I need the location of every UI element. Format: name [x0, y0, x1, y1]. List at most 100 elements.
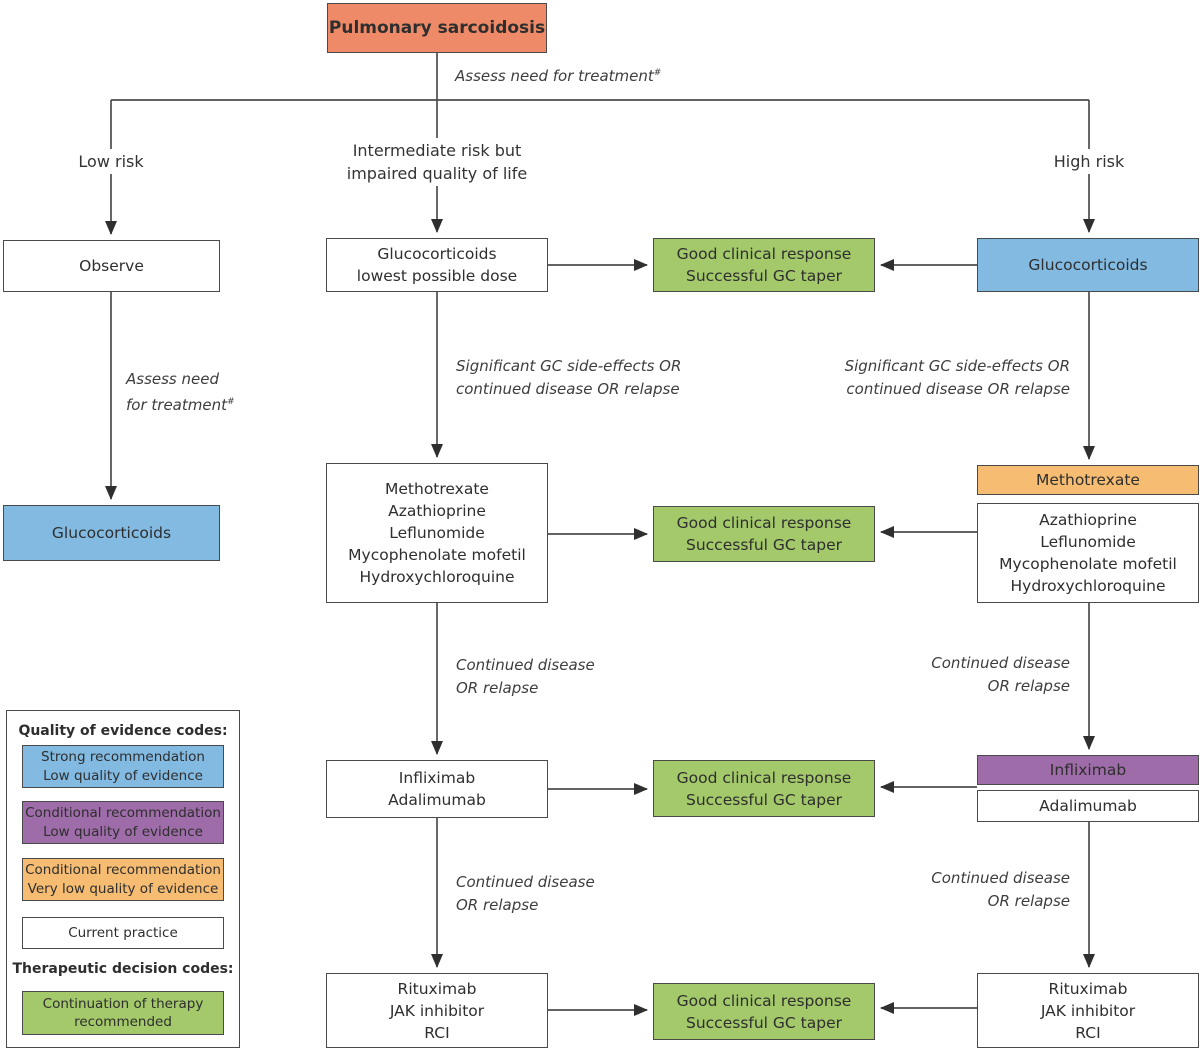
node-pulmonary-sarcoidosis: Pulmonary sarcoidosis — [327, 3, 547, 53]
branch-label-intermediate-line1: Intermediate risk but — [352, 141, 522, 160]
node-observe: Observe — [3, 240, 220, 292]
legend-item-strong-recommendation: Strong recommendation Low quality of evi… — [22, 745, 224, 788]
branch-label-low-risk: Low risk — [71, 149, 151, 174]
node-glucocorticoids-high-risk: Glucocorticoids — [977, 238, 1199, 292]
footnote-marker: # — [226, 397, 235, 407]
node-immunosuppressants-high-line2: Leflunomide — [1040, 533, 1136, 551]
node-good-response-1: Good clinical response Successful GC tap… — [653, 238, 875, 292]
node-immunosuppressants-high-line4: Hydroxychloroquine — [1010, 577, 1166, 595]
node-rescue-high-line2: JAK inhibitor — [1040, 1001, 1136, 1020]
node-good-response-2-line1: Good clinical response — [676, 514, 852, 532]
node-glucocorticoids-low-risk-label: Glucocorticoids — [51, 524, 172, 542]
edge-label-assess-left-line2: for treatment — [126, 396, 227, 414]
node-good-response-4-line1: Good clinical response — [676, 991, 852, 1010]
node-infliximab-high-label: Infliximab — [1049, 761, 1127, 779]
node-biologics-mid-line1: Infliximab — [398, 769, 476, 787]
node-biologics-mid: Infliximab Adalimumab — [326, 760, 548, 818]
node-good-response-1-line2: Successful GC taper — [686, 267, 842, 285]
legend-item-conditional-verylow-line1: Conditional recommendation — [25, 862, 221, 879]
legend-decision-title: Therapeutic decision codes: — [7, 961, 239, 977]
edge-label-gc-side-effects-mid-line1: Significant GC side-effects OR — [456, 357, 682, 375]
node-immunosuppressants-mid-line1: Methotrexate — [385, 480, 489, 498]
edge-label-gc-side-effects-mid-line2: continued disease OR relapse — [456, 380, 680, 398]
node-immunosuppressants-high-line1: Azathioprine — [1039, 511, 1137, 529]
node-rescue-high: Rituximab JAK inhibitor RCI — [977, 973, 1199, 1048]
node-good-response-4-line2: Successful GC taper — [686, 1013, 842, 1032]
edge-label-assess-left: Assess need for treatment# — [126, 368, 235, 417]
branch-label-high-risk: High risk — [1046, 149, 1132, 174]
edge-label-assess-top: Assess need for treatment# — [455, 62, 661, 88]
node-glucocorticoids-lowest-dose-line1: Glucocorticoids — [377, 245, 497, 263]
node-good-response-2-line2: Successful GC taper — [686, 536, 842, 554]
legend-item-strong-line2: Low quality of evidence — [43, 767, 203, 784]
branch-label-intermediate-risk: Intermediate risk but impaired quality o… — [339, 138, 535, 186]
node-methotrexate-high: Methotrexate — [977, 465, 1199, 495]
edge-label-continued-mid-1-line2: OR relapse — [456, 679, 539, 697]
edge-label-gc-side-effects-high-line1: Significant GC side-effects OR — [844, 357, 1070, 375]
node-good-response-3: Good clinical response Successful GC tap… — [653, 760, 875, 817]
node-biologics-mid-line2: Adalimumab — [388, 791, 486, 809]
node-glucocorticoids-lowest-dose: Glucocorticoids lowest possible dose — [326, 238, 548, 292]
edge-label-continued-mid-1-line1: Continued disease — [456, 656, 595, 674]
legend-item-current-practice: Current practice — [22, 917, 224, 949]
node-infliximab-high: Infliximab — [977, 755, 1199, 785]
legend-evidence-title: Quality of evidence codes: — [7, 723, 239, 739]
edge-label-gc-side-effects-high-line2: continued disease OR relapse — [846, 380, 1070, 398]
node-rescue-high-line3: RCI — [1075, 1023, 1101, 1042]
node-immunosuppressants-mid: Methotrexate Azathioprine Leflunomide My… — [326, 463, 548, 603]
edge-label-assess-top-text: Assess need for treatment — [455, 67, 654, 85]
edge-label-continued-mid-2-line1: Continued disease — [456, 873, 595, 891]
legend-item-conditional-low-line2: Low quality of evidence — [43, 823, 203, 840]
edge-label-continued-mid-1: Continued disease OR relapse — [456, 654, 595, 700]
node-rescue-mid-line2: JAK inhibitor — [389, 1001, 485, 1020]
edge-label-continued-mid-2: Continued disease OR relapse — [456, 871, 595, 917]
edge-label-continued-high-1: Continued disease OR relapse — [931, 652, 1070, 698]
node-rescue-mid: Rituximab JAK inhibitor RCI — [326, 973, 548, 1048]
node-glucocorticoids-low-risk: Glucocorticoids — [3, 505, 220, 561]
edge-label-continued-high-2: Continued disease OR relapse — [931, 867, 1070, 913]
edge-label-continued-high-2-line1: Continued disease — [931, 869, 1070, 887]
edge-label-continued-high-1-line2: OR relapse — [987, 677, 1070, 695]
node-immunosuppressants-mid-line2: Azathioprine — [388, 502, 486, 520]
legend-evidence-title-text: Quality of evidence codes: — [18, 723, 228, 739]
node-observe-label: Observe — [79, 257, 144, 275]
edge-label-continued-high-2-line2: OR relapse — [987, 892, 1070, 910]
node-immunosuppressants-mid-line4: Mycophenolate mofetil — [348, 546, 526, 564]
legend-item-conditional-verylow: Conditional recommendation Very low qual… — [22, 858, 224, 901]
edge-label-continued-mid-2-line2: OR relapse — [456, 896, 539, 914]
node-good-response-1-line1: Good clinical response — [676, 245, 852, 263]
node-adalimumab-high: Adalimumab — [977, 790, 1199, 822]
footnote-marker: # — [653, 68, 662, 78]
edge-label-assess-left-line1: Assess need — [126, 370, 220, 388]
branch-label-intermediate-line2: impaired quality of life — [346, 164, 528, 183]
node-rescue-mid-line3: RCI — [424, 1023, 450, 1042]
branch-label-high-risk-text: High risk — [1053, 152, 1125, 171]
edge-label-gc-side-effects-mid: Significant GC side-effects OR continued… — [456, 355, 681, 401]
node-rescue-mid-line1: Rituximab — [397, 979, 477, 998]
legend: Quality of evidence codes: Strong recomm… — [6, 710, 240, 1048]
legend-item-continuation-line1: Continuation of therapy — [42, 995, 204, 1012]
node-good-response-4: Good clinical response Successful GC tap… — [653, 983, 875, 1040]
legend-decision-title-text: Therapeutic decision codes: — [12, 961, 234, 977]
node-glucocorticoids-high-risk-label: Glucocorticoids — [1028, 256, 1148, 274]
edge-label-gc-side-effects-high: Significant GC side-effects OR continued… — [845, 355, 1070, 401]
node-immunosuppressants-mid-line5: Hydroxychloroquine — [359, 568, 515, 586]
legend-item-continuation-line2: recommended — [74, 1014, 172, 1030]
node-pulmonary-sarcoidosis-label: Pulmonary sarcoidosis — [328, 17, 546, 38]
node-rescue-high-line1: Rituximab — [1048, 979, 1128, 998]
edge-label-continued-high-1-line1: Continued disease — [931, 654, 1070, 672]
node-immunosuppressants-high-line3: Mycophenolate mofetil — [999, 555, 1177, 573]
legend-item-conditional-verylow-line2: Very low quality of evidence — [27, 880, 219, 897]
node-immunosuppressants-high: Azathioprine Leflunomide Mycophenolate m… — [977, 503, 1199, 603]
node-methotrexate-high-label: Methotrexate — [1036, 471, 1140, 489]
node-immunosuppressants-mid-line3: Leflunomide — [389, 524, 485, 542]
branch-label-low-risk-text: Low risk — [78, 152, 144, 171]
node-good-response-3-line2: Successful GC taper — [686, 790, 842, 809]
legend-item-current-practice-line1: Current practice — [68, 924, 178, 941]
legend-item-conditional-low: Conditional recommendation Low quality o… — [22, 801, 224, 844]
node-good-response-3-line1: Good clinical response — [676, 768, 852, 787]
legend-item-strong-line1: Strong recommendation — [41, 749, 205, 766]
node-good-response-2: Good clinical response Successful GC tap… — [653, 506, 875, 562]
